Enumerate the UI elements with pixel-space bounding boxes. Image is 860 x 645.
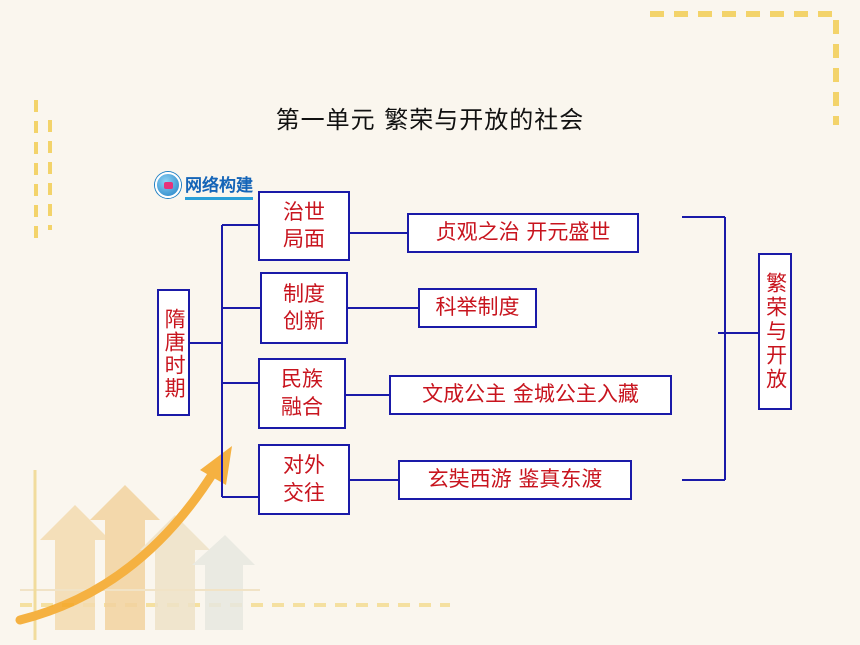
aspect-label: 民族 融合 bbox=[281, 367, 323, 419]
growth-arrows-decoration bbox=[15, 446, 260, 640]
conclusion-label: 繁荣与开放 bbox=[763, 271, 788, 392]
page-title: 第一单元 繁荣与开放的社会 bbox=[275, 106, 585, 134]
content-node-governance: 贞观之治 开元盛世 bbox=[407, 213, 639, 253]
content-label: 科举制度 bbox=[435, 295, 520, 320]
root-node: 隋唐时期 bbox=[157, 289, 190, 416]
content-node-ethnic-integration: 文成公主 金城公主入藏 bbox=[389, 375, 672, 415]
aspect-node-institution: 制度 创新 bbox=[260, 272, 348, 344]
content-label: 贞观之治 开元盛世 bbox=[435, 220, 611, 245]
aspect-node-ethnic-integration: 民族 融合 bbox=[258, 358, 346, 429]
aspect-node-governance: 治世 局面 bbox=[258, 191, 350, 261]
bullet-icon bbox=[155, 172, 181, 198]
conclusion-node: 繁荣与开放 bbox=[758, 253, 792, 410]
content-node-foreign-relations: 玄奘西游 鉴真东渡 bbox=[398, 460, 632, 500]
aspect-node-foreign-relations: 对外 交往 bbox=[258, 444, 350, 515]
content-node-institution: 科举制度 bbox=[418, 288, 537, 328]
content-label: 玄奘西游 鉴真东渡 bbox=[427, 467, 603, 492]
section-badge: 网络构建 bbox=[155, 170, 253, 200]
aspect-label: 制度 创新 bbox=[283, 281, 325, 333]
root-label: 隋唐时期 bbox=[162, 307, 187, 400]
section-badge-label: 网络构建 bbox=[185, 171, 253, 200]
aspect-label: 对外 交往 bbox=[283, 453, 325, 505]
content-label: 文成公主 金城公主入藏 bbox=[422, 382, 639, 407]
aspect-label: 治世 局面 bbox=[283, 199, 325, 251]
